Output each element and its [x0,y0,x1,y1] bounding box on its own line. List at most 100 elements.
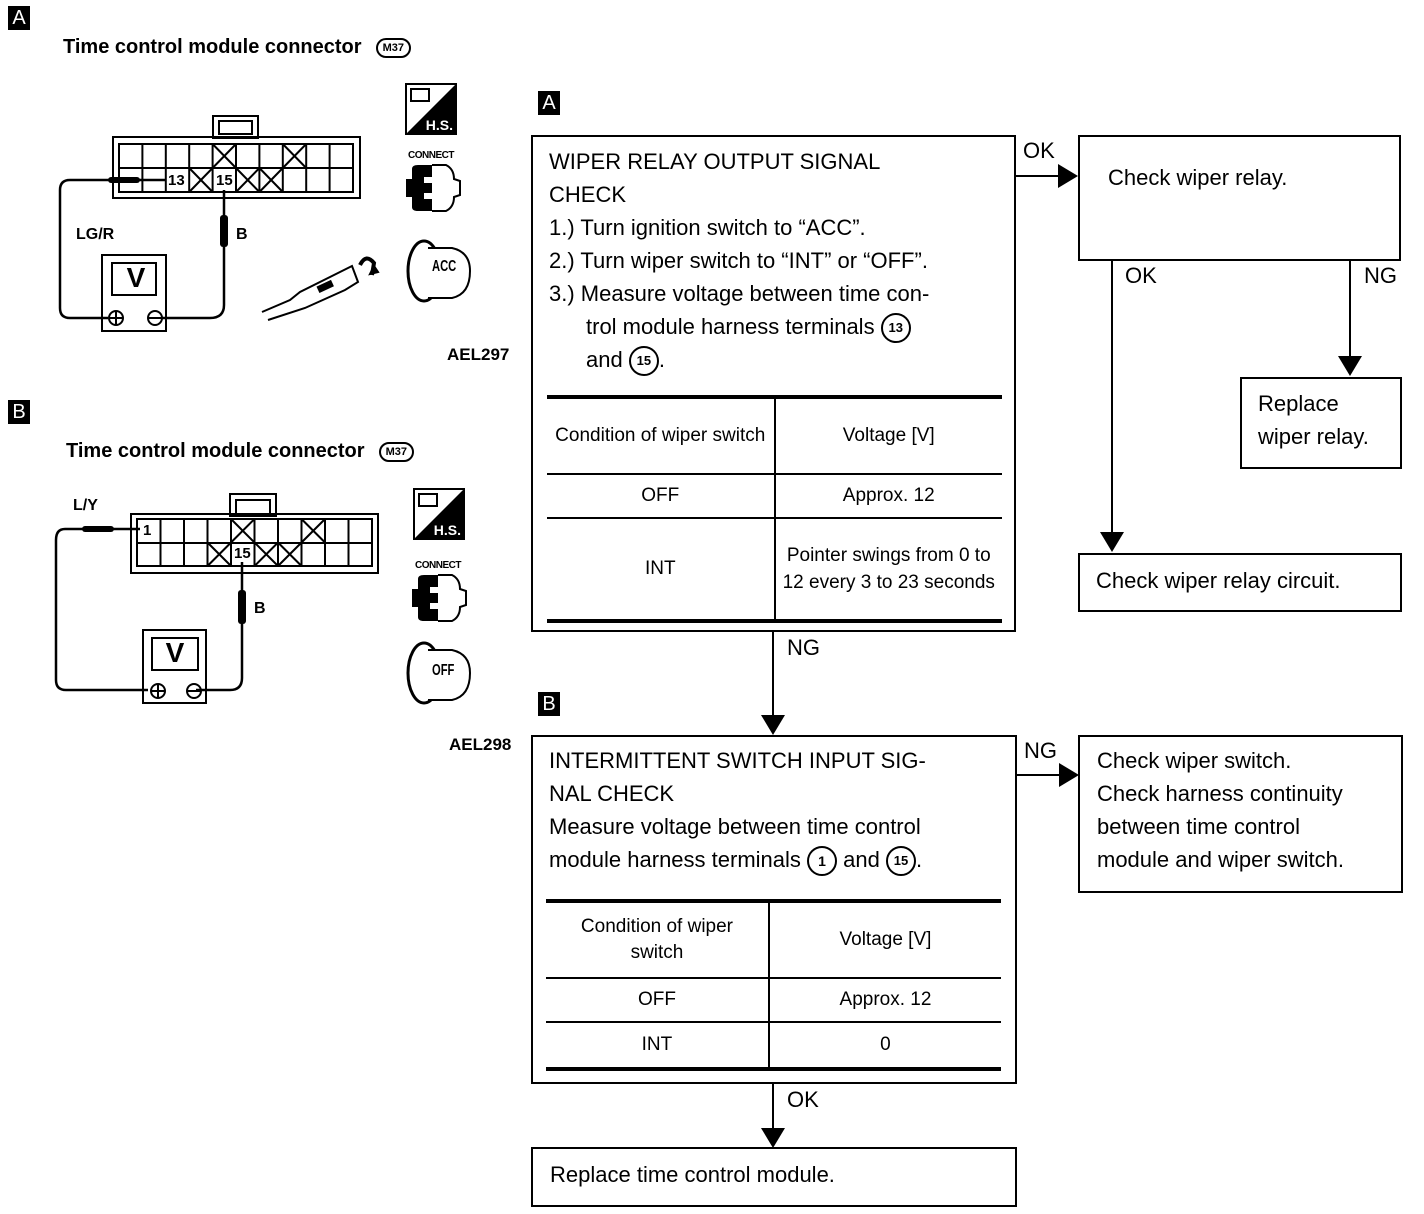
connector-code-badge: M37 [375,37,411,58]
step-a-spec-table: Condition of wiper switch Voltage [V] OF… [547,395,1002,623]
connect-label: CONNECT [415,560,461,571]
replace-wiper-relay-line2: wiper relay. [1258,424,1369,449]
step-a-instruction-1: 1.) Turn ignition switch to “ACC”. [549,215,866,240]
harness-side-label: H.S. [433,522,461,538]
figure-a-tag: A [8,6,30,30]
terminal-badge: 1 [807,846,838,877]
check-wiper-relay-circuit-text: Check wiper relay circuit. [1096,568,1341,593]
connector-code-badge: M37 [378,441,414,462]
terminal-label-positive: 13 [167,172,186,189]
check-wiper-relay-circuit-box: Check wiper relay circuit. [1078,553,1402,612]
terminal-label-negative: 15 [233,545,252,562]
probe-tip-positive [82,526,114,532]
step-a-title-line1: WIPER RELAY OUTPUT SIGNAL [549,149,881,174]
terminal-label-negative: 15 [215,172,234,189]
table-cell-voltage: Approx. 12 [768,977,1001,1022]
wire-color-positive: L/Y [73,497,98,514]
table-cell-voltage: Pointer swings from 0 to 12 every 3 to 2… [774,517,1002,623]
figure-a-title: Time control module connector M37 [63,36,411,59]
replace-wiper-relay-box: Replace wiper relay. [1240,377,1402,469]
connector-pins-a [141,143,331,193]
check-wiper-switch-box: Check wiper switch. Check harness contin… [1078,735,1403,893]
step-a-tag: A [538,91,560,115]
step-a-instruction-3-line3: and 15. [549,343,1000,377]
table-cell-condition: INT [546,1021,770,1071]
step-b-desc-text: module harness terminals [549,847,801,872]
harness-side-label: H.S. [425,117,453,133]
unused-pin-mark [277,541,303,567]
step-b-desc-line2: module harness terminals 1 and 15. [549,843,1005,877]
step-a-instruction-3-text: trol module harness terminals [586,314,875,339]
check-wiper-switch-line: Check wiper switch. [1097,748,1292,773]
label-b-ok: OK [787,1087,819,1112]
table-cell-condition: INT [547,517,776,623]
label-a-ok: OK [1023,138,1055,163]
table-header-condition: Condition of wiper switch [547,395,776,474]
step-b-box: INTERMITTENT SWITCH INPUT SIG- NAL CHECK… [531,735,1017,1084]
probe-tip-positive [108,177,140,183]
step-a-instruction-3-line2: trol module harness terminals 13 [549,310,1000,344]
step-b-tag: B [538,692,560,716]
wire-color-positive: LG/R [76,226,115,243]
unused-pin-mark [206,541,232,567]
voltmeter-symbol: V [126,262,146,293]
step-a-title-line2: CHECK [549,182,627,207]
figure-b-tag: B [8,400,30,424]
probe-tip-negative [238,590,246,624]
connector-pins-b [159,518,350,567]
table-header-condition: Condition of wiper switch [546,899,770,978]
harness-side-icon: H.S. [405,83,457,135]
table-header-voltage: Voltage [V] [768,899,1001,978]
table-cell-voltage: Approx. 12 [774,473,1002,518]
ignition-key-graphic [261,256,380,321]
probe-tip-negative [220,215,228,247]
probe-wires-a [58,178,226,320]
unused-pin-mark [211,143,237,169]
figure-a-wiring-diagram [58,115,380,332]
wire-color-negative: B [236,226,248,243]
figure-a-id: AEL297 [447,345,510,364]
ignition-off-icon [406,641,472,705]
figure-b-id: AEL298 [449,735,512,754]
unused-pin-mark [253,541,279,567]
connect-icon [406,164,461,212]
step-b-title-line1: INTERMITTENT SWITCH INPUT SIG- [549,748,926,773]
table-header-voltage: Voltage [V] [774,395,1002,474]
terminal-label-positive: 1 [142,522,153,539]
figure-b-wiring-diagram [54,493,379,704]
table-cell-voltage: 0 [768,1021,1001,1071]
terminal-badge: 15 [628,346,659,377]
figure-b-title-text: Time control module connector [66,440,365,462]
label-a-ng: NG [787,635,820,660]
table-row: OFF Approx. 12 [546,977,1001,1022]
label-relay-ng: NG [1364,263,1397,288]
table-cell-condition: OFF [546,977,770,1022]
step-a-instruction-3-line1: 3.) Measure voltage between time con- [549,281,930,306]
step-a-table-wrapper: Condition of wiper switch Voltage [V] OF… [547,395,1002,623]
figure-a-title-text: Time control module connector [63,36,362,58]
ignition-off-label: OFF [432,662,455,679]
terminal-badge: 13 [880,313,911,344]
check-wiper-switch-line: between time control [1097,814,1300,839]
table-cell-condition: OFF [547,473,776,518]
table-row: INT 0 [546,1021,1001,1071]
step-a-and: and [586,347,623,373]
unused-pin-mark [258,167,284,193]
unused-pin-mark [230,518,256,544]
unused-pin-mark [300,518,326,544]
replace-module-box: Replace time control module. [531,1147,1017,1207]
connect-label: CONNECT [408,150,454,161]
step-a-instruction-2: 2.) Turn wiper switch to “INT” or “OFF”. [549,248,928,273]
terminal-badge: 15 [886,846,916,877]
table-row: INT Pointer swings from 0 to 12 every 3 … [547,517,1002,623]
label-relay-ok: OK [1125,263,1157,288]
table-header-row: Condition of wiper switch Voltage [V] [546,899,1001,978]
ignition-acc-icon [406,239,472,303]
wire-color-negative: B [254,600,266,617]
step-a-box: WIPER RELAY OUTPUT SIGNAL CHECK 1.) Turn… [531,135,1016,632]
ignition-acc-label: ACC [432,258,457,275]
figure-b-title: Time control module connector M37 [66,440,414,463]
check-wiper-relay-box: Check wiper relay. [1078,135,1401,261]
check-wiper-switch-line: Check harness continuity [1097,781,1343,806]
